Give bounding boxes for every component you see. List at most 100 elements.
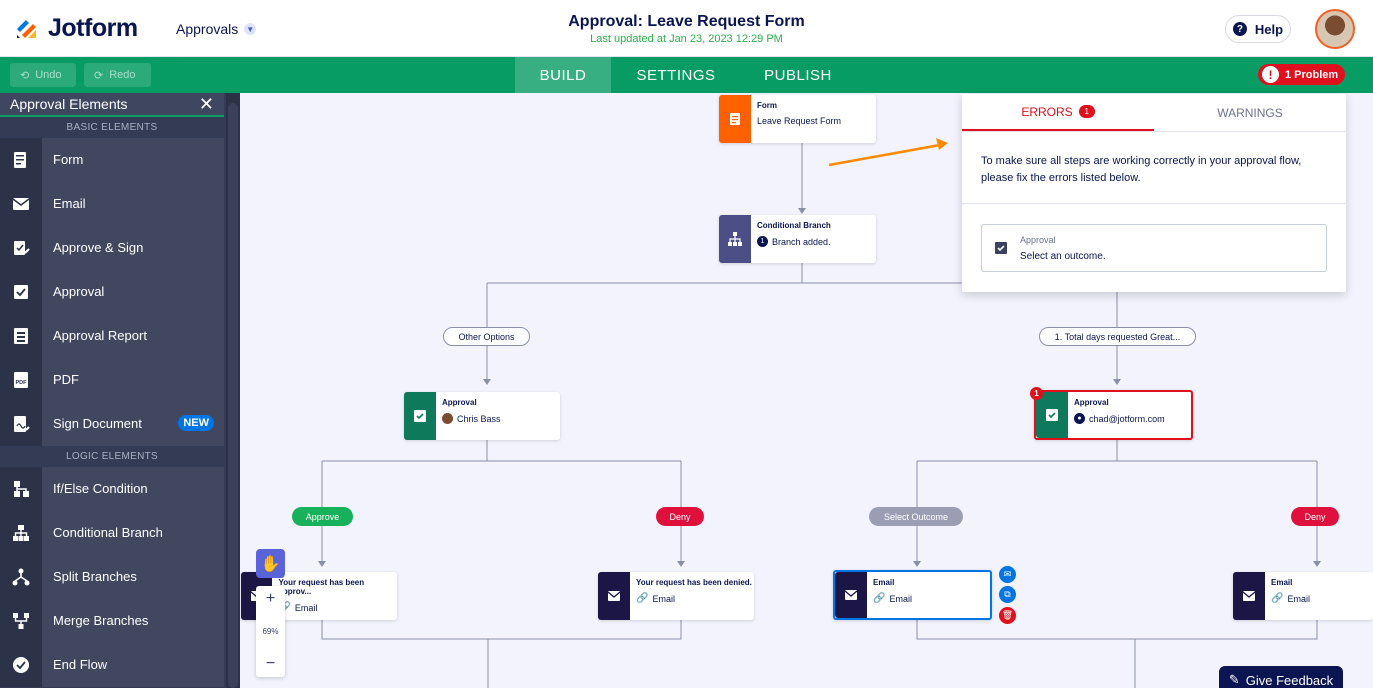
- node-subtitle: ●chad@jotform.com: [1074, 413, 1165, 424]
- approval-node-right[interactable]: Approval ●chad@jotform.com: [1034, 390, 1193, 440]
- approval-icon: [404, 392, 436, 440]
- logic-elements-label: LOGIC ELEMENTS: [66, 451, 158, 462]
- link-icon: 🔗: [873, 593, 886, 604]
- outcome-pill-approve[interactable]: Approve: [292, 507, 353, 526]
- approvals-menu-label: Approvals: [176, 21, 239, 37]
- node-subtitle-text: Email: [1287, 593, 1310, 604]
- link-icon: 🔗: [1271, 593, 1284, 604]
- sidebar-item-conditional-branch[interactable]: Conditional Branch: [0, 510, 224, 555]
- tab-warnings-label: WARNINGS: [1217, 105, 1283, 120]
- sidebar-item-form[interactable]: Form: [0, 137, 224, 182]
- sidebar-item-label: Split Branches: [42, 554, 224, 599]
- node-subtitle-text: Branch added.: [772, 236, 831, 247]
- hand-tool-icon[interactable]: ✋: [256, 549, 285, 578]
- sidebar-item-label: Sign Document: [42, 401, 224, 446]
- sidebar-item-merge-branches[interactable]: Merge Branches: [0, 598, 224, 643]
- node-subtitle: Leave Request Form: [757, 116, 841, 126]
- outcome-pill-select-outcome[interactable]: Select Outcome: [869, 507, 963, 526]
- redo-icon: ⟳: [94, 69, 104, 82]
- builder-navbar: ⟲ Undo ⟳ Redo BUILD SETTINGS PUBLISH: [0, 57, 1373, 93]
- node-subtitle-text: chad@jotform.com: [1089, 413, 1165, 424]
- avatar[interactable]: [1315, 9, 1355, 49]
- email-icon: [835, 572, 867, 618]
- zoom-in-button[interactable]: +: [265, 590, 276, 607]
- sidebar-item-approval-report[interactable]: Approval Report: [0, 313, 224, 358]
- jotform-logo[interactable]: Jotform: [14, 14, 138, 43]
- node-subtitle: 🔗Email: [278, 602, 397, 613]
- error-item-message: Select an outcome.: [1020, 250, 1106, 262]
- close-icon[interactable]: ✕: [198, 93, 214, 114]
- node-title: Approval: [1074, 398, 1109, 407]
- conditional-branch-icon: [0, 510, 42, 555]
- sidebar-item-approve-sign[interactable]: Approve & Sign: [0, 225, 224, 270]
- outcome-pill-deny-left[interactable]: Deny: [656, 507, 704, 526]
- form-icon: [0, 137, 42, 182]
- outcome-pill-deny-right[interactable]: Deny: [1291, 507, 1339, 526]
- errors-count-badge: 1: [1078, 105, 1095, 118]
- form-icon: [719, 95, 751, 143]
- error-count-badge: 1: [1030, 387, 1043, 400]
- sidebar-item-if-else[interactable]: If/Else Condition: [0, 466, 224, 511]
- sidebar-item-sign-document[interactable]: Sign Document NEW: [0, 401, 224, 446]
- approvals-menu[interactable]: Approvals ▼: [176, 21, 257, 37]
- form-node[interactable]: Form Leave Request Form: [719, 95, 876, 143]
- end-flow-icon: [0, 642, 42, 687]
- approval-icon: [982, 240, 1020, 256]
- chevron-down-icon: ▼: [244, 23, 257, 35]
- node-subtitle: 🔗Email: [1271, 593, 1310, 604]
- feedback-label: Give Feedback: [1245, 672, 1334, 688]
- elements-sidebar: Approval Elements ✕ BASIC ELEMENTS Form …: [0, 93, 240, 688]
- zoom-out-button[interactable]: −: [265, 655, 276, 672]
- tab-build[interactable]: BUILD: [515, 57, 611, 93]
- email-icon: [0, 181, 42, 226]
- assignee-avatar: [442, 413, 453, 424]
- error-item[interactable]: Approval Select an outcome.: [981, 224, 1327, 272]
- branch-pill-other-options[interactable]: Other Options: [443, 327, 530, 346]
- svg-text:PDF: PDF: [16, 380, 28, 386]
- sidebar-item-label: PDF: [42, 357, 224, 402]
- conditional-branch-icon: [719, 215, 751, 263]
- new-badge: NEW: [178, 415, 214, 431]
- node-subtitle-text: Leave Request Form: [757, 116, 842, 126]
- tab-settings[interactable]: SETTINGS: [636, 66, 716, 84]
- duplicate-icon[interactable]: ⧉: [999, 586, 1016, 603]
- help-button[interactable]: ? Help: [1225, 15, 1291, 43]
- node-title: Your request has been approv...: [278, 578, 365, 596]
- tab-errors[interactable]: ERRORS 1: [962, 94, 1154, 131]
- sidebar-scrollbar[interactable]: [228, 103, 238, 688]
- undo-button[interactable]: ⟲ Undo: [10, 63, 76, 87]
- node-title: Conditional Branch: [757, 221, 831, 230]
- sidebar-item-label: Form: [42, 137, 224, 182]
- sidebar-item-split-branches[interactable]: Split Branches: [0, 554, 224, 599]
- jotform-logo-icon: [17, 19, 36, 38]
- sidebar-item-label: Merge Branches: [42, 598, 224, 643]
- sidebar-item-end-flow[interactable]: End Flow: [0, 642, 224, 687]
- sidebar-item-label: Email: [42, 181, 224, 226]
- node-subtitle: Chris Bass: [442, 413, 501, 424]
- flow-canvas[interactable]: Form Leave Request Form Conditional Bran…: [240, 93, 1373, 688]
- delete-icon[interactable]: 🗑: [999, 607, 1016, 624]
- give-feedback-button[interactable]: ✎ Give Feedback: [1219, 666, 1343, 688]
- logo-text: Jotform: [48, 14, 138, 42]
- sidebar-item-pdf[interactable]: PDF PDF: [0, 357, 224, 402]
- redo-button[interactable]: ⟳ Redo: [84, 63, 151, 87]
- email-node-right[interactable]: Email 🔗Email: [1233, 572, 1373, 620]
- if-else-icon: [0, 466, 42, 511]
- problem-badge[interactable]: ! 1 Problem: [1258, 64, 1345, 85]
- approval-node-left[interactable]: Approval Chris Bass: [404, 392, 560, 440]
- sidebar-item-label: Conditional Branch: [42, 510, 224, 555]
- sidebar-item-email[interactable]: Email: [0, 181, 224, 226]
- basic-elements-label: BASIC ELEMENTS: [66, 122, 158, 133]
- split-branches-icon: [0, 554, 42, 599]
- pdf-icon: PDF: [0, 357, 42, 402]
- email-node-selected[interactable]: Email 🔗Email: [833, 570, 992, 620]
- tab-publish[interactable]: PUBLISH: [764, 66, 832, 84]
- tab-warnings[interactable]: WARNINGS: [1154, 94, 1346, 131]
- email-node-denied[interactable]: Your request has been denied. 🔗Email: [598, 572, 754, 620]
- node-subtitle-text: Email: [294, 602, 318, 613]
- branch-pill-total-days[interactable]: 1. Total days requested Great...: [1039, 327, 1196, 346]
- sidebar-item-approval[interactable]: Approval: [0, 269, 224, 314]
- approval-report-icon: [0, 313, 42, 358]
- email-action-icon[interactable]: ✉: [999, 566, 1016, 583]
